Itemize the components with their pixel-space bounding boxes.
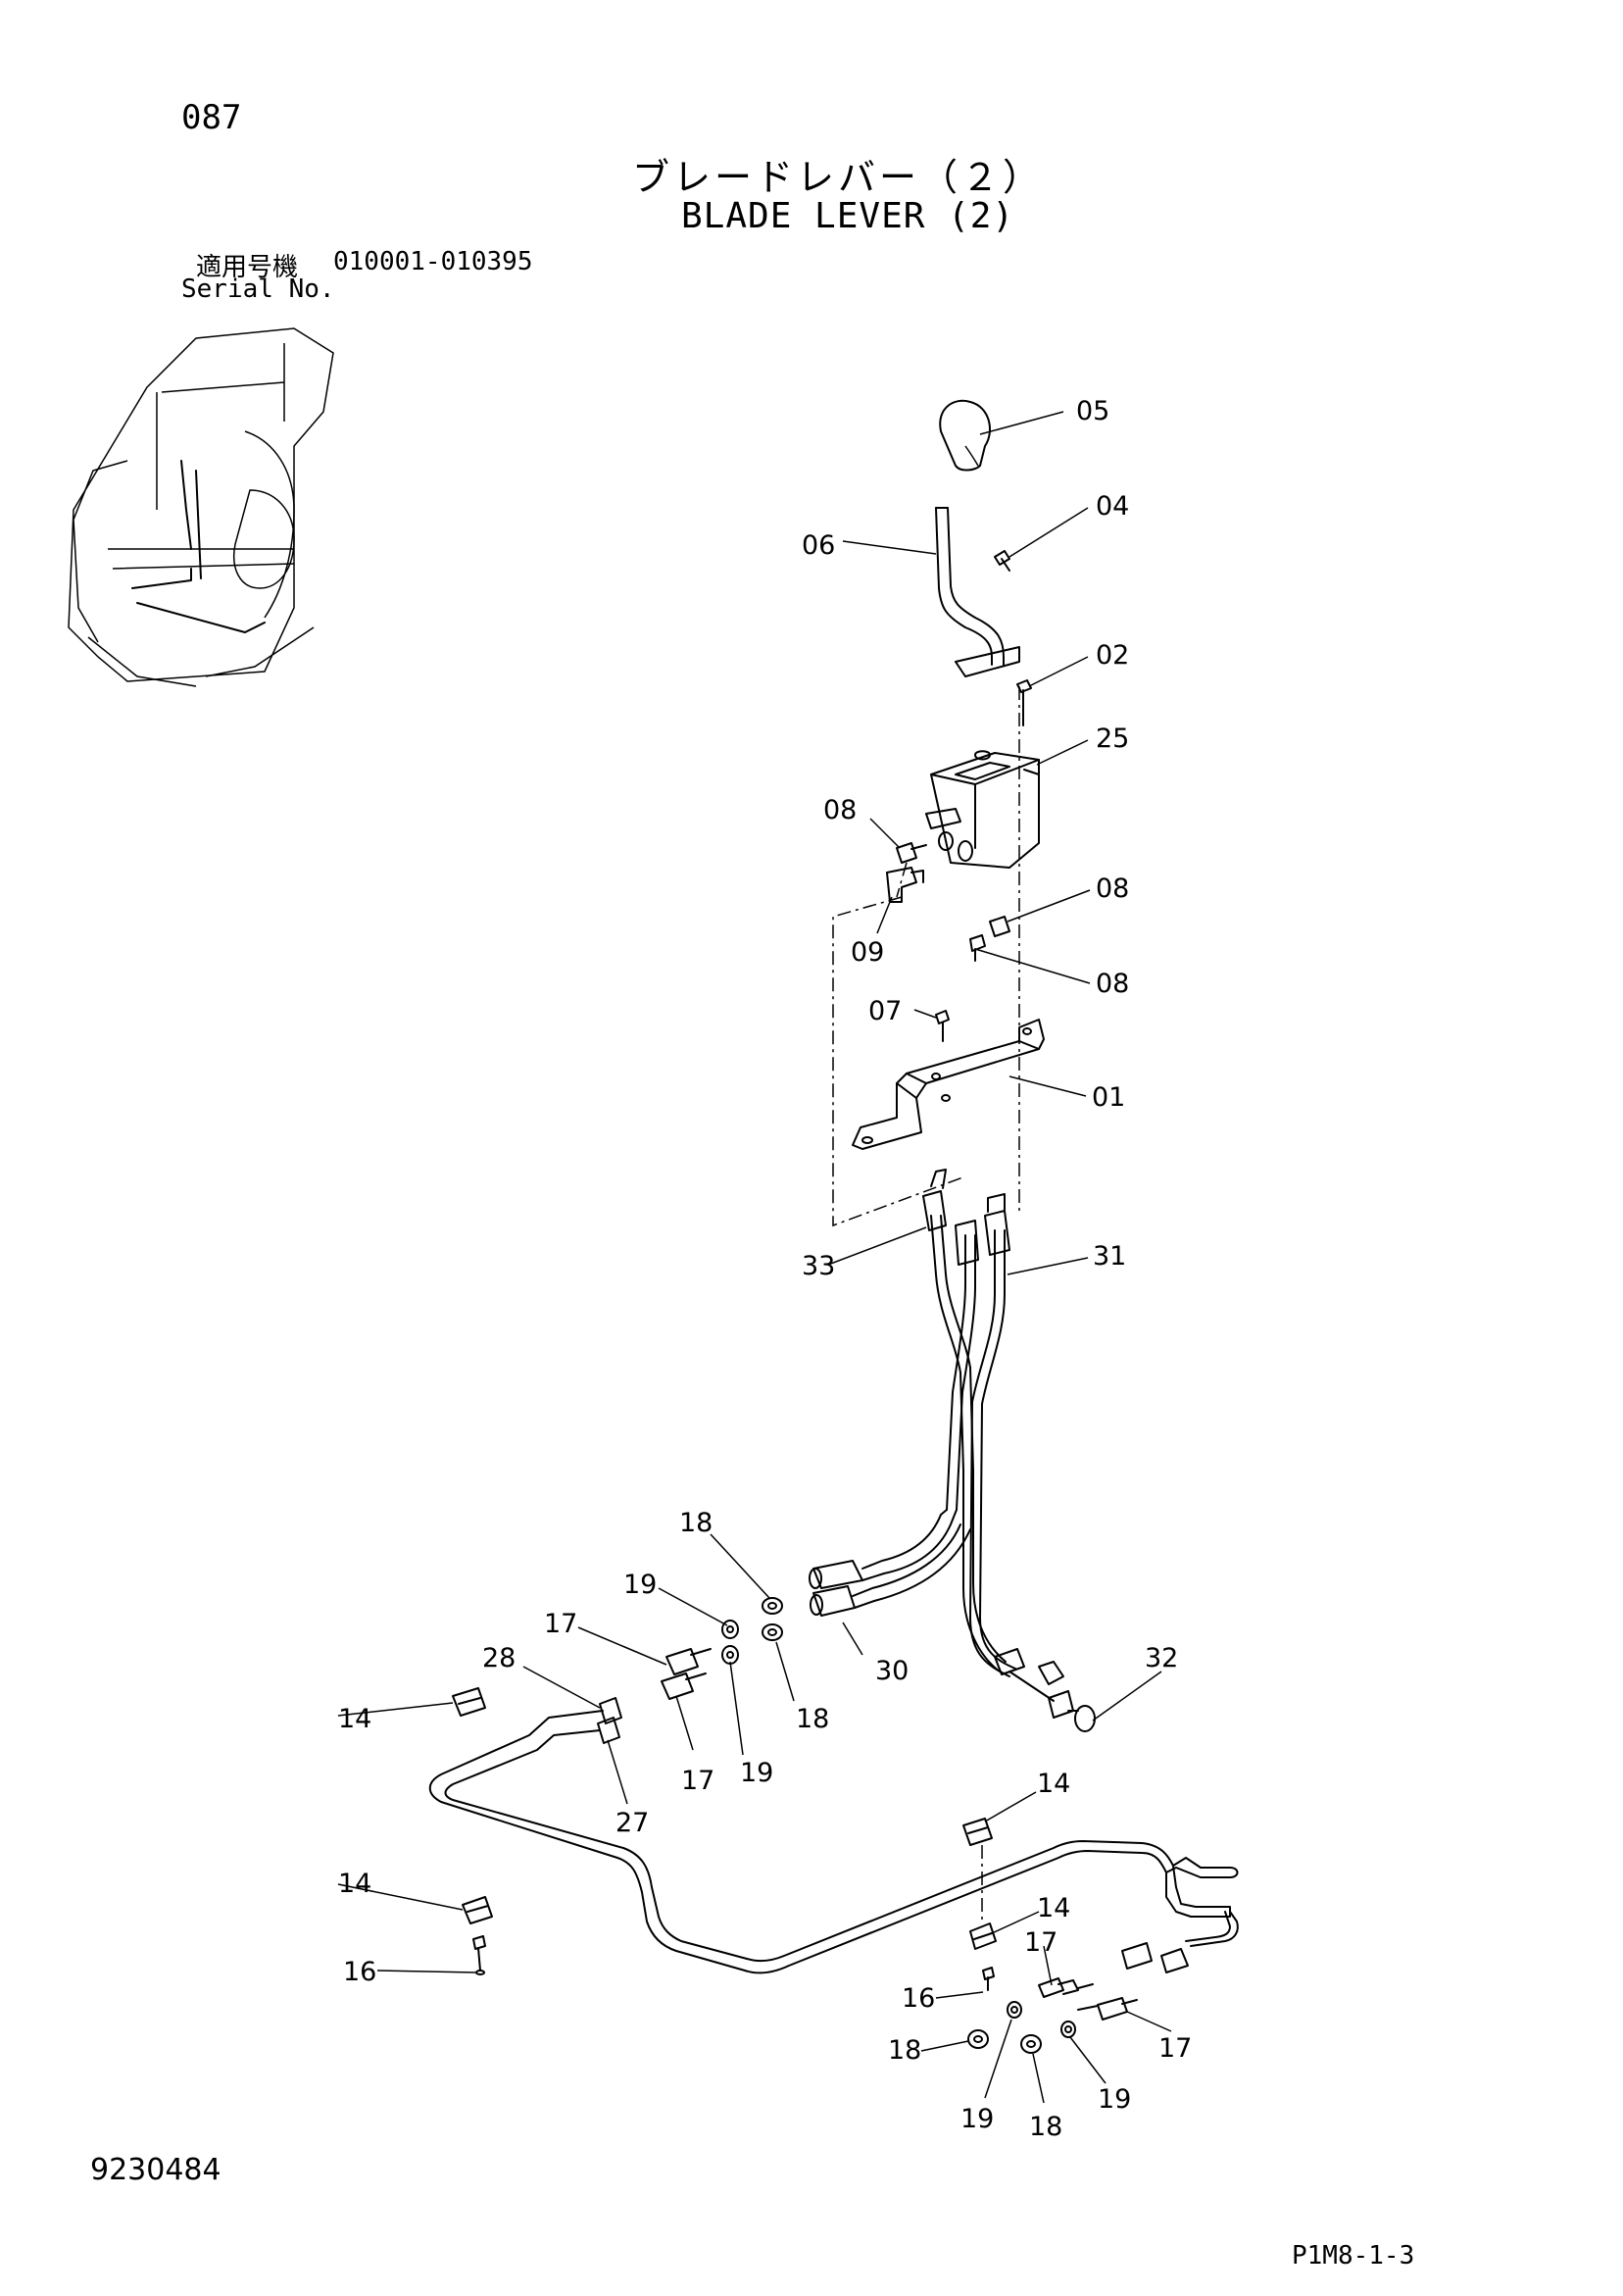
callout-14-upper-left: 14 (338, 1704, 371, 1734)
cab-location-thumbnail (68, 327, 334, 687)
part-18-19-upper-hardware (721, 1597, 783, 1665)
callout-14-right-upper: 14 (1037, 1769, 1070, 1799)
callout-17-lower-left: 17 (1024, 1927, 1057, 1958)
callout-19-lower-right: 19 (1098, 2084, 1131, 2115)
callout-09: 09 (851, 937, 884, 968)
callout-32: 32 (1145, 1643, 1178, 1673)
part-05-knob (939, 399, 991, 472)
callout-08-right-upper: 08 (1096, 873, 1129, 904)
callout-05: 05 (1076, 396, 1109, 426)
callout-14-right-lower: 14 (1037, 1893, 1070, 1923)
callout-31: 31 (1093, 1241, 1126, 1272)
part-09-elbow (886, 867, 924, 903)
part-31-33-hoses (922, 1169, 1096, 1732)
callout-07: 07 (868, 996, 902, 1026)
callout-33: 33 (802, 1251, 835, 1281)
part-07-bolt (935, 1010, 950, 1042)
callout-27: 27 (615, 1808, 649, 1838)
callout-30: 30 (875, 1656, 909, 1686)
callout-labels: 05 04 06 02 25 08 09 08 08 07 01 33 31 1… (338, 396, 1192, 2142)
callout-17-middle: 17 (681, 1766, 714, 1796)
callout-16-left: 16 (343, 1957, 376, 1987)
part-30-hoses (809, 1509, 971, 1617)
callout-18-middle: 18 (796, 1704, 829, 1734)
callout-14-lower-left: 14 (338, 1869, 371, 1899)
part-01-bracket (852, 1019, 1045, 1150)
callout-17-lower-right: 17 (1158, 2033, 1192, 2064)
part-17-upper-fittings (661, 1648, 712, 1700)
callout-25: 25 (1096, 724, 1129, 754)
part-16-bolts (472, 1935, 995, 1991)
title-english: BLADE LEVER (2) (681, 196, 1015, 236)
page-reference: P1M8-1-3 (1292, 2241, 1415, 2271)
part-17-lower-fittings (1038, 1977, 1138, 2021)
callout-19-upper: 19 (623, 1570, 657, 1600)
callout-08-left: 08 (823, 795, 857, 825)
part-18-19-lower-hardware (967, 2001, 1076, 2054)
part-06-lever-rod (935, 507, 1020, 677)
callout-19-lower-left: 19 (960, 2104, 994, 2134)
document-number: 9230484 (90, 2153, 221, 2187)
title-japanese: ブレードレバー（２） (632, 156, 1045, 199)
callout-01: 01 (1092, 1082, 1125, 1113)
callout-28: 28 (482, 1643, 516, 1673)
callout-18-lower: 18 (1029, 2112, 1062, 2142)
callout-02: 02 (1096, 640, 1129, 671)
part-14-clamps (452, 1687, 997, 1950)
center-lines (832, 686, 1020, 1227)
callout-16-right: 16 (902, 1983, 935, 2014)
part-08-fitting-left (896, 842, 927, 864)
callout-17-upper: 17 (544, 1609, 577, 1639)
serial-label-english: Serial No. (181, 275, 335, 304)
serial-range: 010001-010395 (333, 247, 533, 276)
part-04-bolt (994, 550, 1010, 572)
part-27-28-pipes (428, 1697, 1239, 1974)
part-08-fitting-right (969, 916, 1010, 962)
callout-08-right-lower: 08 (1096, 969, 1129, 999)
callout-18-lower-left: 18 (888, 2035, 921, 2066)
part-25-valve (925, 750, 1040, 869)
callout-19-middle: 19 (740, 1758, 773, 1788)
callout-18-upper: 18 (679, 1508, 713, 1538)
leader-lines (337, 411, 1172, 2104)
callout-06: 06 (802, 530, 835, 561)
page-number: 087 (181, 98, 242, 137)
callout-04: 04 (1096, 491, 1129, 522)
serial-label-japanese: 適用号機 (196, 253, 299, 282)
